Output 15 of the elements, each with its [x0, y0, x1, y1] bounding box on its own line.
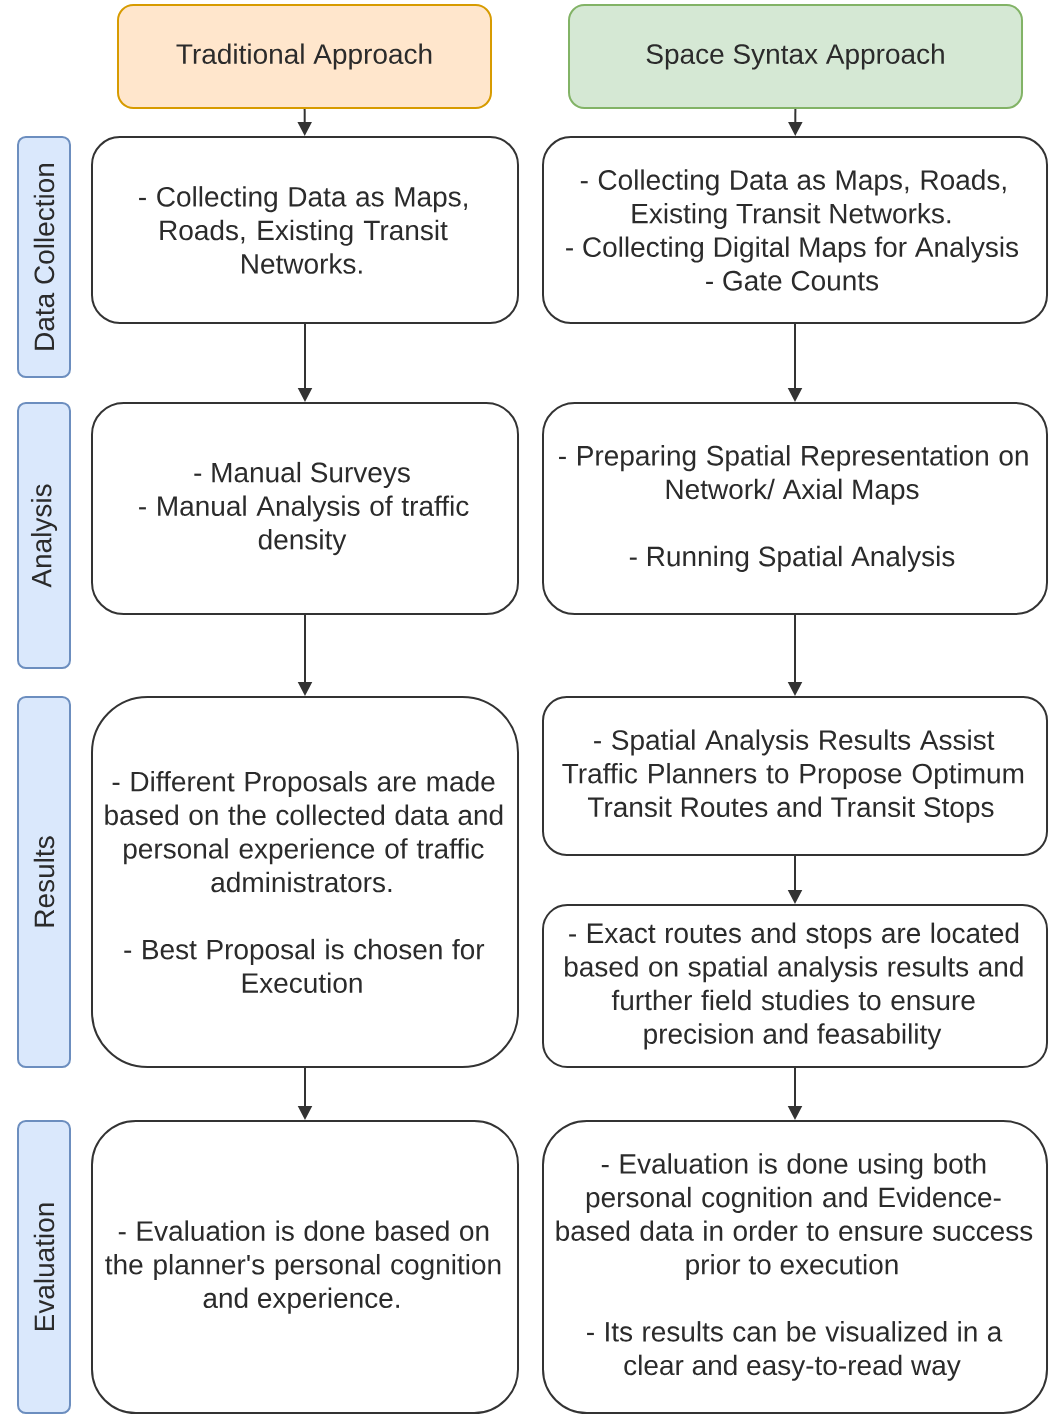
header-box: Traditional Approach	[117, 4, 492, 109]
process-box: - Evaluation is done based on the planner's personal cognition and experience.	[91, 1120, 519, 1414]
phase-label: Evaluation	[17, 1120, 71, 1414]
process-box: - Collecting Data as Maps, Roads, Existing Transit Networks. - Collecting Digital Maps for Analysis - Gate Counts	[542, 136, 1048, 324]
process-box: - Evaluation is done using both personal cognition and Evidence-based data in order to ensure success prior to execution - Its results can be visualized in a clear and easy-to-read way	[542, 1120, 1048, 1414]
phase-label: Results	[17, 696, 71, 1068]
process-box: - Manual Surveys - Manual Analysis of traffic density	[91, 402, 519, 615]
process-box: - Different Proposals are made based on the collected data and personal experience of traffic administrators. - Best Proposal is chosen for Execution	[91, 696, 519, 1068]
process-box: - Collecting Data as Maps, Roads, Existing Transit Networks.	[91, 136, 519, 324]
process-box: - Exact routes and stops are located based on spatial analysis results and further field studies to ensure precision and feasability	[542, 904, 1048, 1068]
process-box: - Spatial Analysis Results Assist Traffic Planners to Propose Optimum Transit Routes and Transit Stops	[542, 696, 1048, 856]
process-box: - Preparing Spatial Representation on Network/ Axial Maps - Running Spatial Analysis	[542, 402, 1048, 615]
phase-label: Analysis	[17, 402, 71, 669]
header-box: Space Syntax Approach	[568, 4, 1023, 109]
phase-label: Data Collection	[17, 136, 71, 378]
